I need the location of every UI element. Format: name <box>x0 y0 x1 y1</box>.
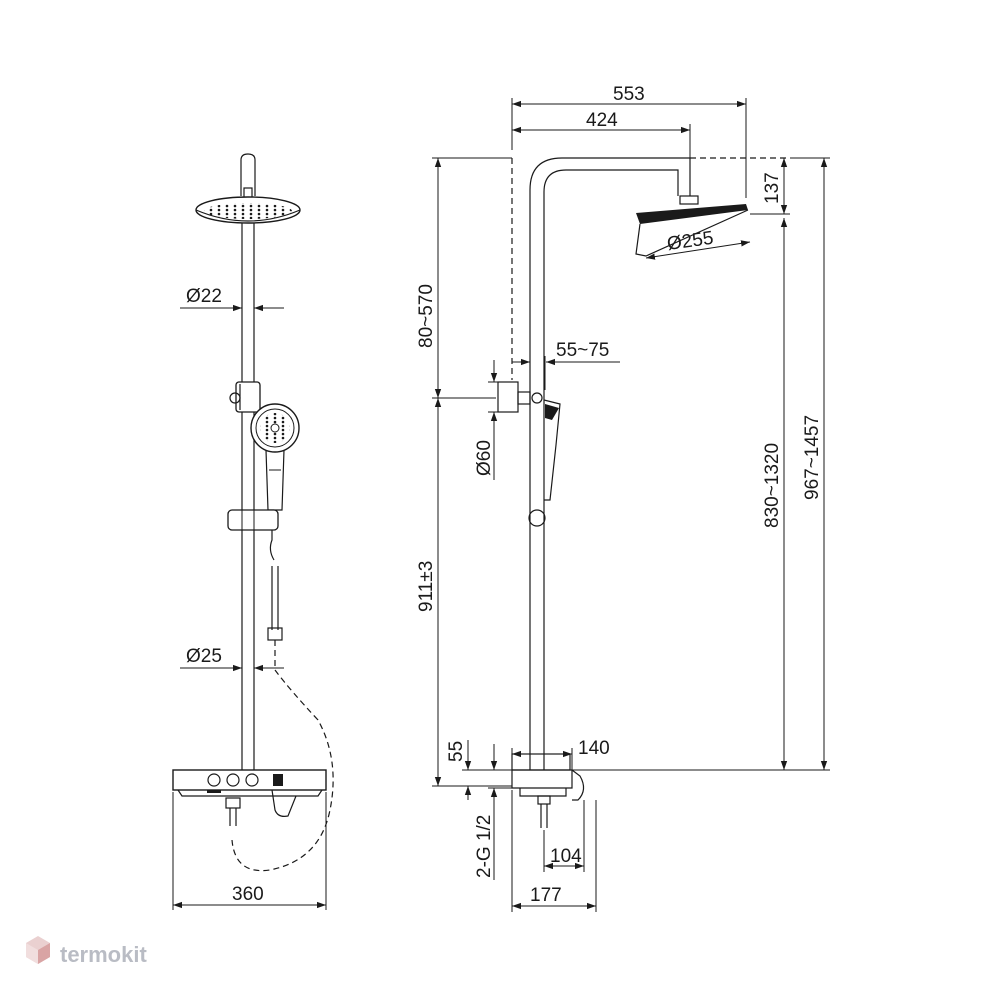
dim-shelf-height: 55 <box>446 740 512 800</box>
dim-head-diameter: Ø255 <box>645 228 751 260</box>
dim-head-height-label: 137 <box>762 172 783 204</box>
dim-head-height-range: 830~1320 <box>572 218 830 771</box>
dim-inlet-depth: 104 <box>543 800 585 872</box>
dim-head-height-range-label: 830~1320 <box>762 443 783 528</box>
front-slider <box>229 381 261 413</box>
dim-shelf-depth-label: 140 <box>578 738 610 759</box>
front-column <box>240 153 256 770</box>
dim-total-height-label: 967~1457 <box>802 415 823 500</box>
dim-overall-reach: 553 <box>511 84 747 198</box>
cube-logo-icon <box>26 936 50 964</box>
dim-width: 360 <box>172 792 327 910</box>
dim-rail-adjust: 80~570 <box>416 157 512 399</box>
watermark: termokit <box>26 936 147 967</box>
front-holder <box>227 509 279 531</box>
dim-shelf-depth: 140 <box>511 738 610 770</box>
dim-bracket-diameter-label: Ø60 <box>474 440 495 476</box>
dim-pipe-diameter-label: Ø25 <box>186 646 222 667</box>
dim-head-height: 137 <box>690 157 790 215</box>
dim-head-reach: 424 <box>512 110 691 158</box>
dim-wall-offset: 55~75 <box>512 340 620 390</box>
front-rain-head <box>195 187 301 224</box>
side-rain-head <box>635 204 749 257</box>
dim-rail-diameter-label: Ø22 <box>186 286 222 307</box>
dim-bracket-diameter: Ø60 <box>474 360 498 480</box>
side-wall-bracket <box>497 158 543 413</box>
dim-inlet-depth-label: 104 <box>550 846 582 867</box>
dim-pipe-diameter: Ø25 <box>180 646 284 672</box>
front-hose <box>231 530 334 872</box>
dim-width-label: 360 <box>232 884 264 905</box>
side-column <box>529 157 699 770</box>
front-hand-shower <box>250 403 300 511</box>
front-shelf <box>172 769 327 826</box>
watermark-text: termokit <box>60 942 147 967</box>
dim-inlet-thread: 2-G 1/2 <box>474 744 512 880</box>
dim-wall-offset-label: 55~75 <box>556 340 609 361</box>
dim-rail-diameter: Ø22 <box>180 286 284 312</box>
dim-inlet-thread-label: 2-G 1/2 <box>474 815 495 878</box>
dim-column-height: 911±3 <box>416 398 512 787</box>
dim-head-reach-label: 424 <box>586 110 618 131</box>
dim-total-height: 967~1457 <box>790 157 830 770</box>
dim-overall-reach-label: 553 <box>613 84 645 105</box>
side-view: 553 424 137 Ø255 80~570 <box>416 84 830 912</box>
dim-rail-adjust-label: 80~570 <box>416 284 437 348</box>
front-view: Ø22 Ø25 360 <box>172 153 334 910</box>
dim-total-depth: 177 <box>511 790 597 912</box>
side-shelf <box>511 753 585 828</box>
dim-column-height-label: 911±3 <box>416 561 437 612</box>
dim-head-diameter-label: Ø255 <box>666 228 715 255</box>
side-hand-shower <box>528 399 561 527</box>
dim-shelf-height-label: 55 <box>446 741 467 762</box>
dim-total-depth-label: 177 <box>530 885 562 906</box>
